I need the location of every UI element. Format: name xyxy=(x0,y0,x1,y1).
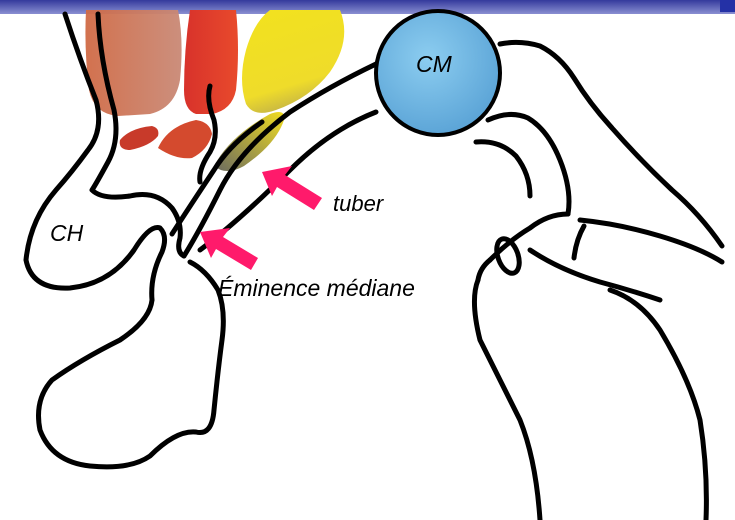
label-ch: CH xyxy=(50,222,83,245)
nucleus-small-left xyxy=(120,126,159,150)
nucleus-tuber xyxy=(214,112,284,171)
label-cm: CM xyxy=(416,53,452,76)
label-eminence-mediane: Éminence médiane xyxy=(218,277,415,300)
arrow-icon xyxy=(200,228,258,270)
nucleus-small-mid xyxy=(158,120,212,158)
top-square xyxy=(720,0,735,12)
arrow-icon xyxy=(262,166,322,210)
label-tuber: tuber xyxy=(333,193,383,215)
nucleus-yellow xyxy=(242,10,344,113)
